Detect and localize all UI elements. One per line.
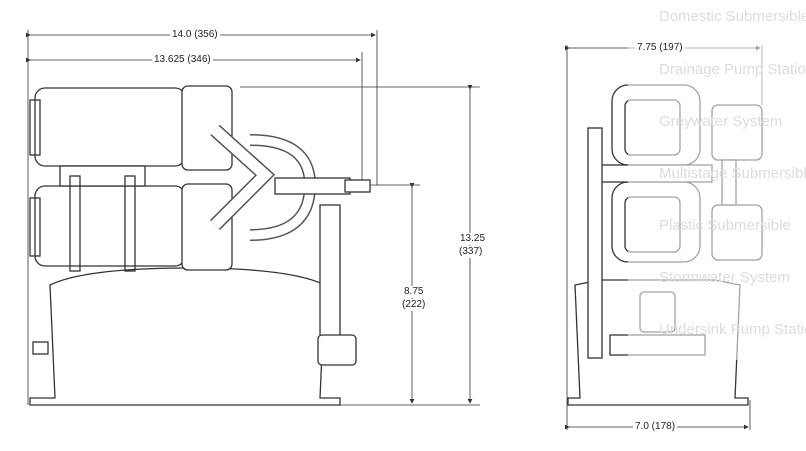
menu-item-plastic-submersible[interactable]: Plastic Submersible bbox=[659, 217, 791, 234]
menu-item-undersink-pump-station[interactable]: Undersink Pump Station bbox=[659, 321, 806, 338]
base-width-label: 7.0 (178) bbox=[633, 421, 678, 433]
menu-item-multistage-submersible[interactable]: Multistage Submersible bbox=[659, 165, 806, 182]
side-width-label: 7.75 (197) bbox=[635, 42, 685, 54]
overall-height-mm: (337) bbox=[457, 246, 485, 258]
outlet-height-value: 8.75 bbox=[402, 286, 426, 298]
front-view bbox=[26, 30, 480, 406]
menu-item-drainage-pump-station[interactable]: Drainage Pump Station bbox=[659, 61, 806, 78]
menu-item-domestic-submersible[interactable]: Domestic Submersible bbox=[659, 8, 806, 25]
outlet-height-mm: (222) bbox=[400, 299, 428, 311]
product-menu-overlay: Domestic Submersible Drainage Pump Stati… bbox=[628, 0, 806, 360]
outlet-width-label: 13.625 (346) bbox=[152, 54, 213, 66]
menu-item-stormwater-system[interactable]: Stormwater System bbox=[659, 269, 790, 286]
overall-width-label: 14.0 (356) bbox=[170, 29, 220, 41]
menu-item-greywater-system[interactable]: Greywater System bbox=[659, 113, 783, 130]
overall-height-value: 13.25 bbox=[458, 233, 488, 245]
